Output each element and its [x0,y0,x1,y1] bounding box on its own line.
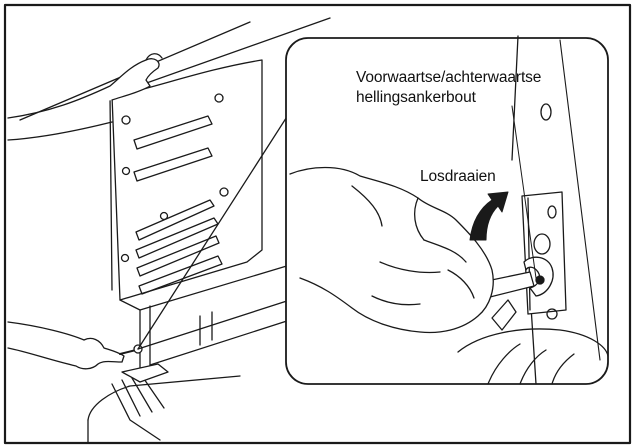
outer-border [3,3,632,445]
bolt-leader-line [511,105,537,279]
upper-arm-hand [7,53,163,141]
bolt-label-line2: hellingsankerbout [356,89,476,106]
floor-base [87,363,241,444]
lower-arm-wrench [7,321,143,370]
callout-lines [137,111,291,350]
loosen-label: Losdraaien [420,168,496,185]
machine-side-panel [19,17,331,377]
curved-arrow-icon [469,191,509,241]
detail-view [285,35,609,385]
bolt-label-line1: Voorwaartse/achterwaartse [356,69,542,86]
